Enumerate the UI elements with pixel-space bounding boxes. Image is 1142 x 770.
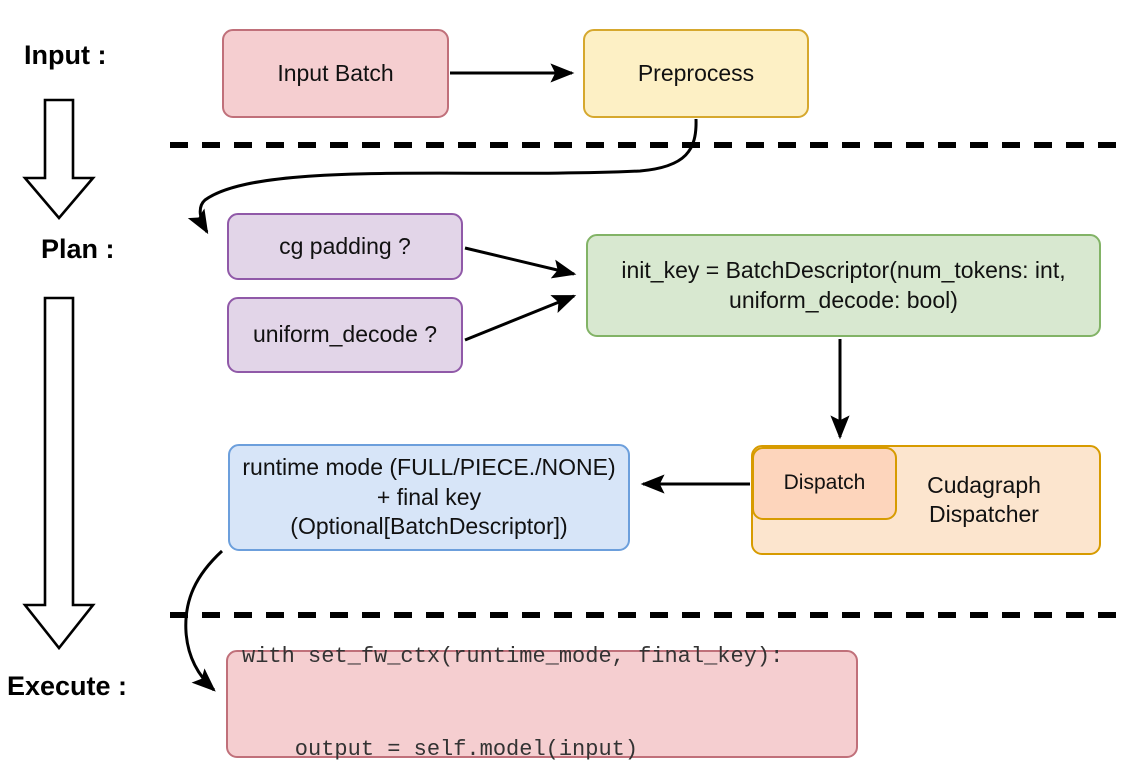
preprocess-node[interactable]: Preprocess bbox=[583, 29, 809, 118]
down-block-arrow-input-to-plan bbox=[22, 98, 96, 221]
edge-runtime-mode-to-execute-code bbox=[184, 549, 224, 692]
cg-padding-node[interactable]: cg padding ? bbox=[227, 213, 463, 280]
init-key-label-line2: uniform_decode: bool) bbox=[729, 286, 958, 313]
cudagraph-dispatcher-label-line1: Cudagraph bbox=[927, 471, 1041, 498]
runtime-mode-label-line2: + final key (Optional[BatchDescriptor]) bbox=[290, 483, 568, 540]
execute-code-line1: with set_fw_ctx(runtime_mode, final_key)… bbox=[242, 644, 784, 670]
edge-uniform-decode-to-init-key bbox=[464, 294, 577, 342]
init-key-label-line1: init_key = BatchDescriptor(num_tokens: i… bbox=[621, 257, 1066, 284]
edge-cg-padding-to-init-key bbox=[464, 246, 577, 279]
runtime-mode-node[interactable]: runtime mode (FULL/PIECE./NONE) + final … bbox=[228, 444, 630, 551]
input-batch-label: Input Batch bbox=[277, 59, 394, 86]
stage-label-plan: Plan : bbox=[41, 234, 115, 264]
cudagraph-dispatcher-label-line2: Dispatcher bbox=[929, 501, 1039, 527]
cg-padding-label: cg padding ? bbox=[279, 232, 411, 259]
cudagraph-dispatcher-node[interactable]: Cudagraph Dispatcher bbox=[751, 445, 1101, 555]
runtime-mode-label-line1: runtime mode (FULL/PIECE./NONE) bbox=[242, 454, 616, 481]
uniform-decode-label: uniform_decode ? bbox=[252, 321, 438, 348]
down-block-arrow-plan-to-execute bbox=[22, 296, 96, 651]
preprocess-label: Preprocess bbox=[637, 59, 755, 86]
dispatch-label: Dispatch bbox=[783, 471, 866, 495]
uniform-decode-node[interactable]: uniform_decode ? bbox=[227, 297, 463, 373]
execute-code-line2: output = self.model(input) bbox=[242, 736, 639, 762]
stage-label-execute: Execute : bbox=[7, 671, 128, 701]
init-key-node[interactable]: init_key = BatchDescriptor(num_tokens: i… bbox=[586, 234, 1101, 337]
dispatch-node[interactable]: Dispatch bbox=[752, 447, 897, 520]
execute-code-node[interactable]: with set_fw_ctx(runtime_mode, final_key)… bbox=[226, 644, 858, 762]
stage-label-input: Input : bbox=[24, 40, 107, 70]
input-batch-node[interactable]: Input Batch bbox=[222, 29, 449, 118]
